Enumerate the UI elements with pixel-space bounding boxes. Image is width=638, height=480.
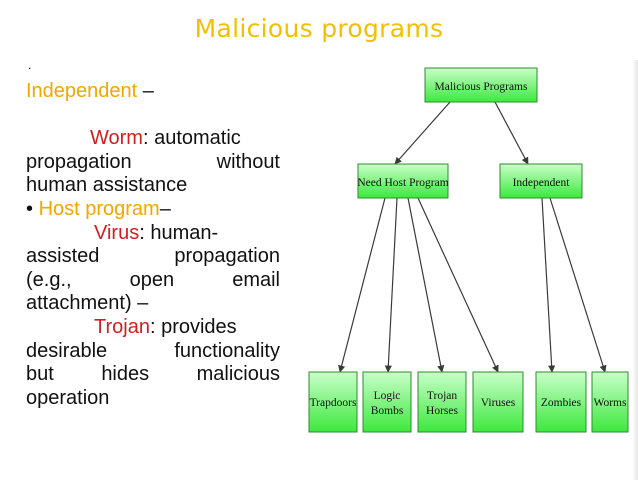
slide-title: Malicious programs [194, 14, 444, 43]
line-virus-3: (e.g., open email [26, 268, 280, 291]
edge-host-trapdoors [338, 197, 386, 373]
node-worms: Worms [591, 371, 629, 433]
node-zombies: Zombies [535, 371, 587, 433]
bullet-dot: • [26, 197, 39, 220]
svg-text:Independent: Independent [513, 177, 571, 189]
node-trapdoors: Trapdoors [308, 371, 358, 433]
node-need-host-program: Need Host Program [357, 163, 449, 199]
edge-host-trojan-horses [407, 197, 445, 373]
svg-text:Worms: Worms [594, 397, 627, 409]
svg-text:Malicious Programs: Malicious Programs [435, 81, 528, 93]
edge-host-viruses [417, 197, 499, 373]
svg-text:Horses: Horses [426, 405, 458, 417]
line-virus: Virus: human- [94, 221, 219, 244]
keyword-independent: Independent [26, 80, 138, 102]
svg-text:Logic: Logic [374, 390, 401, 402]
keyword-worm: Worm [90, 127, 143, 150]
svg-text:Need Host Program: Need Host Program [357, 177, 448, 189]
line-independent: Independent – [26, 80, 154, 102]
line-virus-4: attachment) – [26, 292, 149, 315]
line-trojan-2: desirable functionality [26, 339, 280, 362]
line-trojan: Trojan: provides [94, 315, 237, 338]
svg-text:Trojan: Trojan [427, 390, 457, 402]
line-virus-2: assisted propagation [26, 245, 280, 268]
svg-text:Zombies: Zombies [541, 397, 582, 409]
line-host-program: • Host program– [26, 197, 171, 220]
node-trojan-horses: Trojan Horses [417, 371, 467, 433]
svg-text:Trapdoors: Trapdoors [310, 397, 357, 409]
line-worm-3: human assistance [26, 174, 188, 197]
edge-root-independent [494, 101, 529, 165]
node-viruses: Viruses [472, 371, 524, 433]
line-trojan-3: but hides malicious [26, 363, 280, 386]
malicious-programs-tree: Malicious Programs Need Host Program Ind… [308, 67, 629, 433]
line-worm: Worm: automatic [90, 127, 241, 150]
edge-root-host [394, 101, 451, 165]
svg-text:Viruses: Viruses [481, 397, 516, 409]
tree-edges [338, 101, 607, 373]
node-malicious-programs: Malicious Programs [424, 67, 538, 103]
node-logic-bombs: Logic Bombs [362, 371, 412, 433]
edge-independent-worms [549, 197, 607, 373]
svg-text:Bombs: Bombs [371, 405, 404, 417]
line-trojan-4: operation [26, 386, 110, 409]
blank-line [26, 104, 280, 128]
keyword-host-program: Host program [38, 197, 160, 220]
body-text: Independent – Worm: automatic propagatio… [26, 80, 280, 410]
node-independent: Independent [499, 163, 583, 199]
keyword-trojan: Trojan [94, 315, 150, 338]
edge-independent-zombies [541, 197, 556, 373]
edge-host-logic-bombs [384, 197, 398, 373]
keyword-virus: Virus [94, 221, 140, 244]
slide-edge-shadow [632, 60, 638, 480]
bullet-mark: . [28, 58, 32, 72]
line-worm-2: propagation without [26, 150, 280, 173]
